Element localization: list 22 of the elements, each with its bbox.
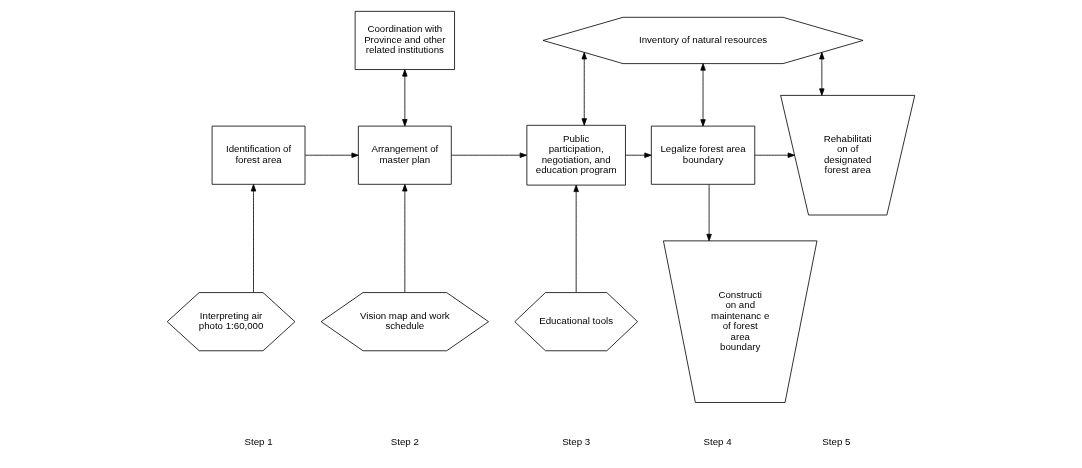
arrow [304,152,359,158]
arrow [700,63,706,127]
label: Step 2 [390,436,419,447]
label: Step 5 [822,436,851,447]
node-box: Arrangement of master plan [357,125,452,185]
node-box: Coordination with Province and other related institutions [354,10,455,70]
arrow [706,184,712,242]
arrow [402,69,408,127]
label: Step 1 [244,436,273,447]
arrow [573,184,579,293]
label: Step 3 [562,436,591,447]
arrow [451,152,527,158]
node-box: Public participation, negotiation, and education program [526,124,626,186]
arrow [250,184,257,293]
arrow [402,184,408,293]
node-box: Identification of forest area [211,125,306,185]
node-box: Legalize forest area boundary [650,125,756,185]
arrow [819,52,825,96]
label: Step 4 [703,436,732,447]
arrow [754,152,795,158]
arrow [625,152,652,158]
arrow [581,52,587,126]
